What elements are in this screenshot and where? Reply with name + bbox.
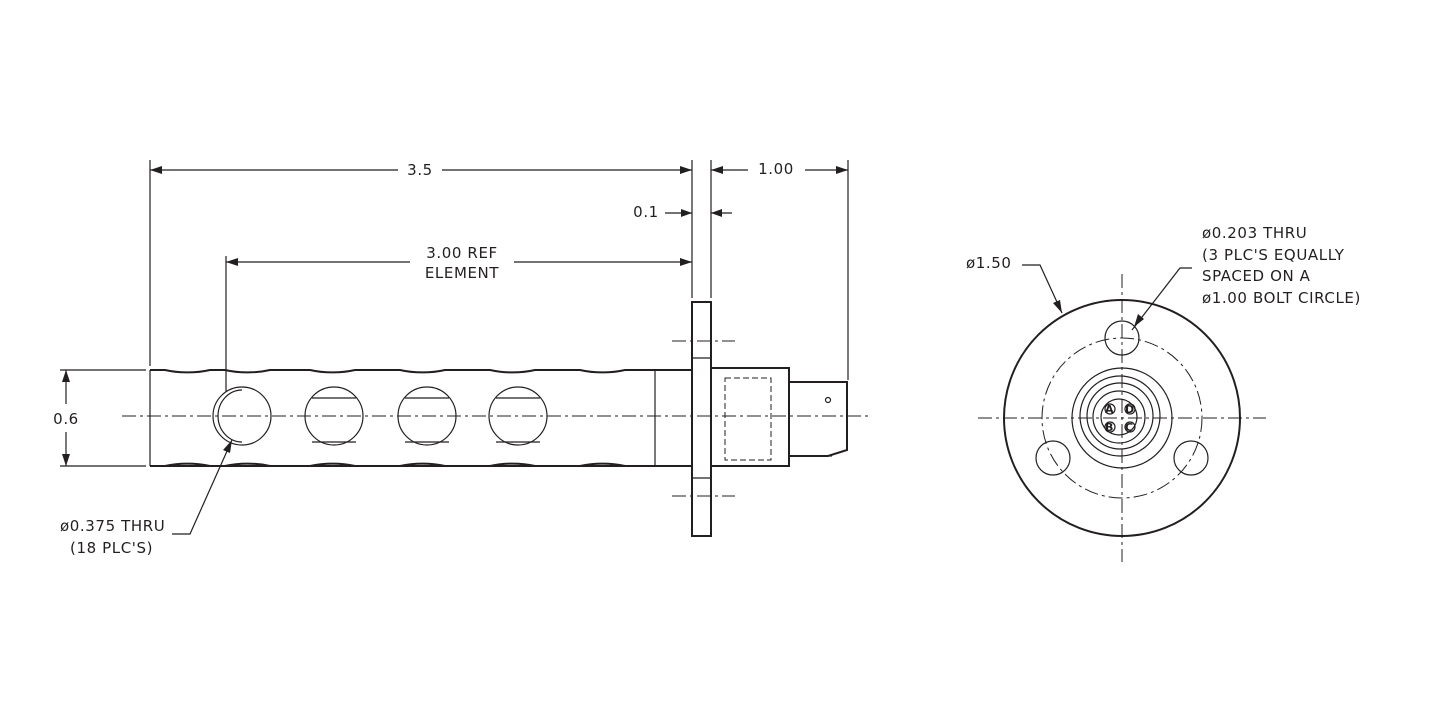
arrowhead <box>62 370 70 382</box>
pin-a <box>1104 403 1116 415</box>
side-view: 3.5 1.00 0.1 3.00 REF ELEMENT 0.6 <box>53 160 868 557</box>
arrowhead <box>62 454 70 466</box>
pin-label-b: B <box>1105 421 1113 434</box>
through-hole <box>488 386 548 446</box>
dim-height: 0.6 <box>53 410 79 428</box>
diameter-leader <box>1022 264 1063 314</box>
bolt-note-line4: ø1.00 BOLT CIRCLE) <box>1202 289 1361 307</box>
dim-element-line1: 3.00 REF <box>426 244 498 262</box>
bolt-hole-top <box>1104 320 1140 356</box>
arrowhead <box>1134 314 1144 327</box>
connector-ring <box>1079 375 1161 457</box>
end-view: A D B C ø1.50 ø0.203 THRU (3 PLC'S EQUAL… <box>966 224 1361 562</box>
through-hole <box>397 386 457 446</box>
arrowhead <box>1053 300 1062 313</box>
arrowhead <box>680 258 692 266</box>
flange-outline <box>1003 299 1241 537</box>
bolt-hole-left <box>1035 440 1071 476</box>
pin-d <box>1124 403 1136 415</box>
dim-element-line2: ELEMENT <box>425 264 500 282</box>
pin-b <box>1104 421 1116 433</box>
connector-plug <box>788 381 848 457</box>
bolt-note-leader <box>1131 267 1192 331</box>
connector-outer-ring <box>1071 367 1173 469</box>
connector-ring <box>1092 390 1146 444</box>
connector-housing <box>710 367 790 467</box>
bolt-note-line2: (3 PLC'S EQUALLY <box>1202 246 1345 264</box>
through-holes <box>212 386 548 446</box>
dim-diameter: ø1.50 <box>966 254 1012 272</box>
arrowhead <box>223 440 232 453</box>
dim-connector-length: 1.00 <box>758 160 794 178</box>
hole-note-leader <box>172 439 233 535</box>
bolt-note-line3: SPACED ON A <box>1202 267 1311 285</box>
dim-flange-thickness: 0.1 <box>633 203 659 221</box>
bolt-circle <box>1041 337 1203 499</box>
arrowhead <box>150 166 162 174</box>
arrowhead <box>681 209 692 217</box>
arrowhead <box>680 166 692 174</box>
arrowhead <box>711 209 722 217</box>
connector-key <box>824 396 832 404</box>
flange <box>691 301 712 537</box>
arrowhead <box>711 166 723 174</box>
arrowhead <box>836 166 848 174</box>
through-hole <box>212 386 272 446</box>
through-hole <box>304 386 364 446</box>
connector-ring <box>1086 382 1154 450</box>
arrowhead <box>226 258 238 266</box>
connector-hidden-cavity <box>724 377 772 461</box>
through-hole-inner-arc <box>217 389 243 443</box>
hole-note-line1: ø0.375 THRU <box>60 517 165 535</box>
hole-note-line2: (18 PLC'S) <box>70 539 153 557</box>
bolt-note-line1: ø0.203 THRU <box>1202 224 1307 242</box>
dim-overall-length: 3.5 <box>407 161 433 179</box>
connector-face <box>1100 398 1138 436</box>
bolt-hole-right <box>1173 440 1209 476</box>
pin-label-c: C <box>1125 421 1133 434</box>
pin-label-a: A <box>1105 403 1114 416</box>
pin-label-d: D <box>1125 403 1134 416</box>
pin-c <box>1124 421 1136 433</box>
element-body-outline <box>150 369 692 467</box>
